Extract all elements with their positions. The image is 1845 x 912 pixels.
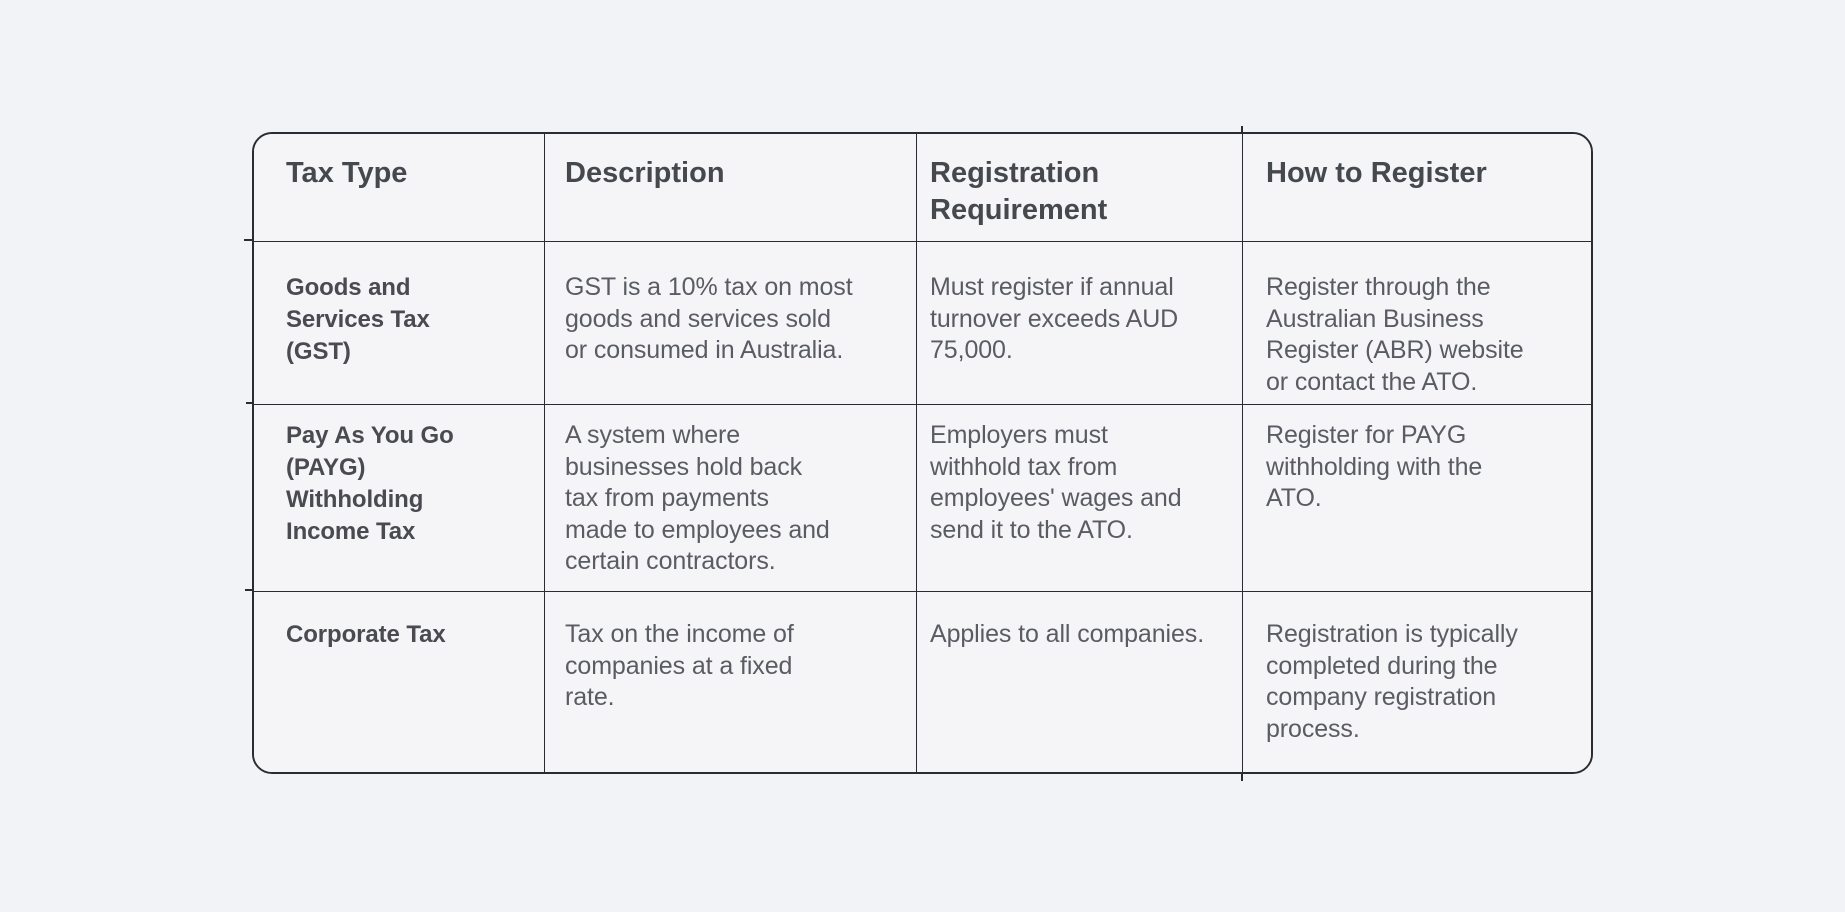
header-cell-how-to-register: How to Register [1243,134,1591,242]
tax-types-table: Tax Type Description Registration Requir… [252,132,1593,774]
line-overshoot-row3-left [245,589,254,591]
cell-how-to-register-corporate: Registration is typically completed duri… [1243,592,1591,772]
cell-tax-type-payg: Pay As You Go (PAYG) Withholding Income … [254,405,545,592]
cell-registration-requirement-gst: Must register if annual turnover exceeds… [917,242,1243,405]
header-cell-tax-type: Tax Type [254,134,545,242]
line-overshoot-col4-bottom [1241,773,1243,781]
cell-registration-requirement-corporate: Applies to all companies. [917,592,1243,772]
line-overshoot-row2-left [246,402,254,404]
header-cell-registration-requirement: Registration Requirement [917,134,1243,242]
line-overshoot-col4-top [1241,126,1243,133]
cell-tax-type-gst: Goods and Services Tax (GST) [254,242,545,405]
cell-description-payg: A system where businesses hold back tax … [545,405,917,592]
cell-registration-requirement-payg: Employers must withhold tax from employe… [917,405,1243,592]
line-overshoot-header-left [244,239,254,241]
cell-how-to-register-payg: Register for PAYG withholding with the A… [1243,405,1591,592]
cell-description-corporate: Tax on the income of companies at a fixe… [545,592,917,772]
cell-description-gst: GST is a 10% tax on most goods and servi… [545,242,917,405]
cell-tax-type-corporate: Corporate Tax [254,592,545,772]
header-cell-description: Description [545,134,917,242]
cell-how-to-register-gst: Register through the Australian Business… [1243,242,1591,405]
